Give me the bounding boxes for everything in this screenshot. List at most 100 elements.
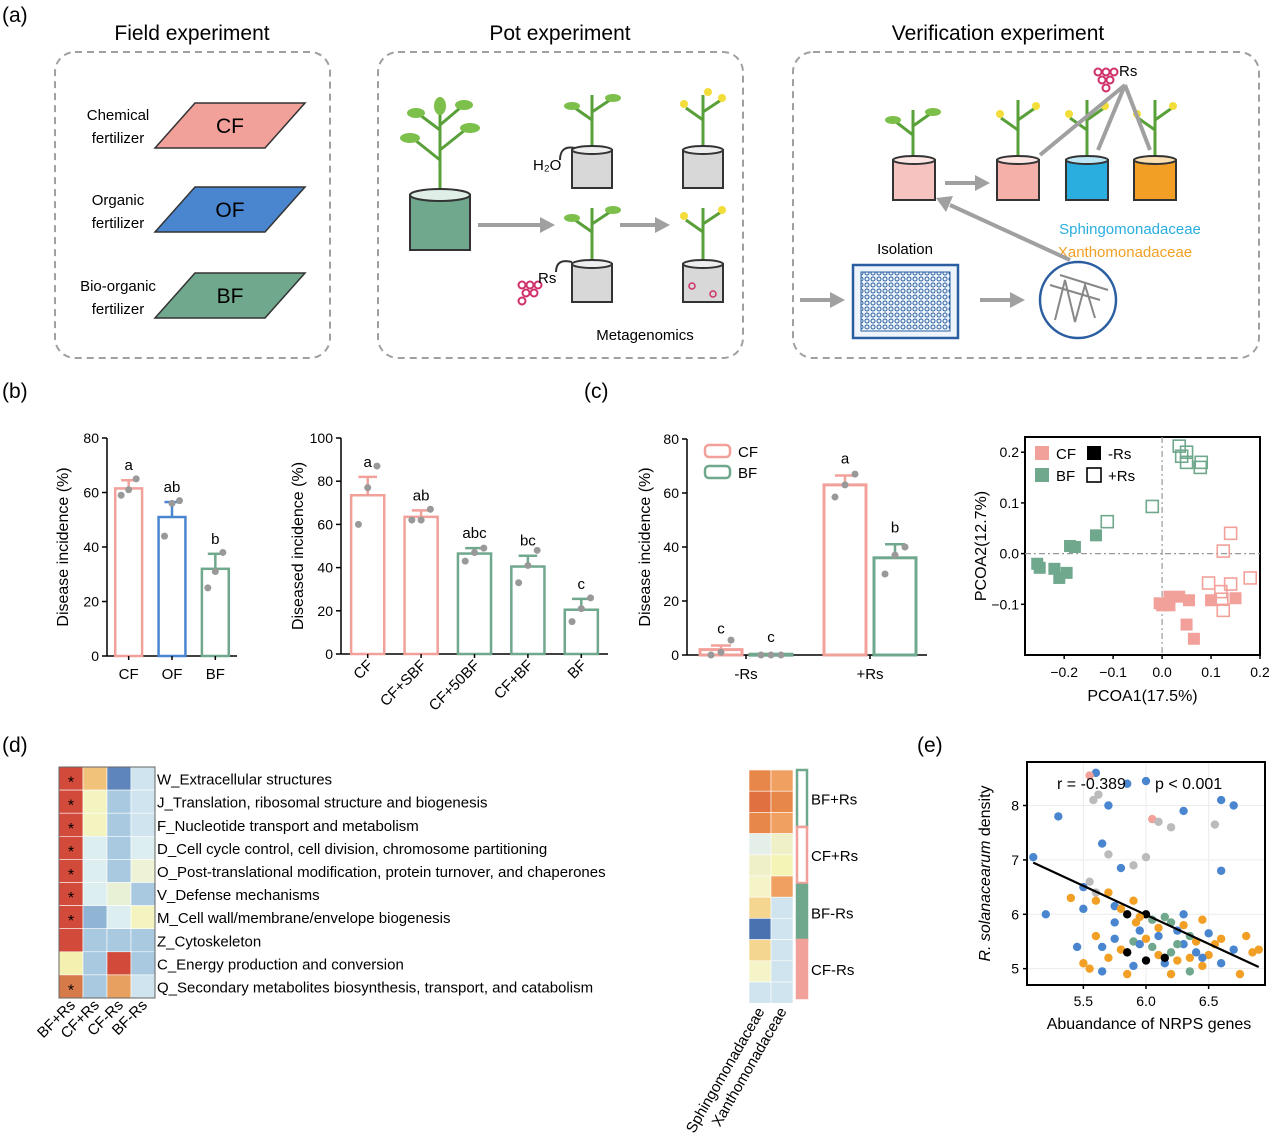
x-tick-label: BF xyxy=(565,657,591,683)
data-point xyxy=(1085,964,1094,973)
heatmap-cell xyxy=(748,960,772,983)
correlation-r: r = -0.389 xyxy=(1057,776,1126,793)
heatmap-cell xyxy=(82,766,108,791)
metagenomics-label: Metagenomics xyxy=(596,327,694,344)
data-point xyxy=(480,544,488,552)
heatmap-row-label: V_Defense mechanisms xyxy=(157,887,320,904)
y-tick-label: 40 xyxy=(83,539,99,555)
heatmap-cell xyxy=(106,766,132,791)
data-point xyxy=(1173,956,1182,965)
y-tick-label: 80 xyxy=(663,431,679,447)
data-point xyxy=(1214,584,1228,599)
y-tick-label: 60 xyxy=(663,485,679,501)
heatmap-row-label: O_Post-translational modification, prote… xyxy=(157,864,606,881)
group-bar xyxy=(795,938,809,1000)
heatmap-cell xyxy=(770,960,794,983)
heatmap-row-label: W_Extracellular structures xyxy=(157,772,332,789)
heatmap-cell xyxy=(130,766,156,791)
cf-tag: CF xyxy=(216,115,244,138)
data-point xyxy=(841,481,849,489)
significance-star: * xyxy=(68,890,74,907)
plot-frame xyxy=(1024,436,1261,656)
data-point xyxy=(1129,861,1138,870)
data-point xyxy=(1179,806,1188,816)
data-point xyxy=(1198,915,1207,924)
data-point xyxy=(1048,562,1061,575)
data-point xyxy=(1166,969,1176,979)
y-tick-label: 8 xyxy=(1011,798,1019,814)
data-point xyxy=(471,548,478,556)
heatmap-cell xyxy=(58,951,84,976)
verif-rs-label: Rs xyxy=(1119,63,1137,80)
y-tick-label: 40 xyxy=(663,539,679,555)
legend-label-minus: -Rs xyxy=(1108,446,1131,463)
x-tick-label: 5.5 xyxy=(1074,993,1094,1009)
significance-letter: b xyxy=(211,531,219,548)
data-point xyxy=(1173,590,1186,603)
data-point xyxy=(1054,812,1063,821)
data-point xyxy=(524,561,532,569)
heatmap-cell xyxy=(82,789,108,814)
heatmap-cell xyxy=(748,833,772,856)
y-tick-label: 40 xyxy=(317,560,333,576)
y-axis-label: R. solanacearum density xyxy=(977,785,994,961)
data-point xyxy=(707,651,715,659)
bar xyxy=(872,556,918,657)
y-tick-label: −0.1 xyxy=(991,596,1019,612)
data-point xyxy=(1091,931,1101,941)
data-point xyxy=(1201,576,1216,590)
data-point xyxy=(1198,953,1207,963)
arrow-icon-2 xyxy=(620,217,670,233)
data-point xyxy=(901,543,909,551)
data-point xyxy=(1179,920,1188,930)
data-point xyxy=(461,557,469,565)
field-bf-label-1: Bio-organic xyxy=(80,278,156,295)
pot-experiment-title: Pot experiment xyxy=(489,22,630,45)
data-point xyxy=(851,470,859,478)
data-point xyxy=(1179,445,1194,460)
data-point xyxy=(1104,888,1113,897)
x-tick-label: -Rs xyxy=(734,666,757,683)
data-point xyxy=(1215,592,1229,607)
data-point xyxy=(1235,969,1245,979)
field-item-cf: Chemical fertilizer CF xyxy=(87,102,307,149)
x-tick-label: −0.2 xyxy=(1050,664,1078,680)
group-label: CF-Rs xyxy=(811,962,854,979)
data-point xyxy=(1135,940,1144,949)
data-point xyxy=(1248,948,1257,957)
isolation-plate-icon xyxy=(851,263,960,340)
data-point xyxy=(515,579,523,587)
heatmap-cell xyxy=(770,896,794,919)
heatmap-cell xyxy=(748,918,772,940)
data-point xyxy=(1154,817,1163,827)
significance-letter: bc xyxy=(520,533,536,550)
panel-label-c: (c) xyxy=(584,380,609,403)
data-point xyxy=(1091,768,1101,778)
group-bar xyxy=(795,825,809,885)
data-point xyxy=(1116,904,1126,914)
data-point xyxy=(1223,577,1238,591)
data-point xyxy=(1100,514,1115,529)
y-axis-label: Diseased incidence (%) xyxy=(290,462,307,630)
data-point xyxy=(1194,455,1209,470)
arrow-icon-3 xyxy=(945,175,990,191)
significance-star: * xyxy=(68,913,74,930)
data-point xyxy=(1193,460,1208,475)
data-point xyxy=(881,570,889,578)
bar xyxy=(200,567,231,658)
y-tick-label: 0 xyxy=(671,647,679,663)
data-point xyxy=(1216,603,1231,618)
heatmap-cell xyxy=(82,835,108,860)
data-point xyxy=(219,548,227,556)
bar xyxy=(113,487,144,658)
significance-star: * xyxy=(68,775,74,792)
legend-swatch-cf xyxy=(1035,446,1049,460)
data-point xyxy=(717,648,725,656)
data-point xyxy=(1110,901,1119,911)
legend-label-bf: BF xyxy=(1056,468,1075,485)
data-point xyxy=(1097,942,1107,952)
data-point xyxy=(1160,953,1169,963)
data-point xyxy=(211,568,219,576)
data-point xyxy=(125,486,133,494)
